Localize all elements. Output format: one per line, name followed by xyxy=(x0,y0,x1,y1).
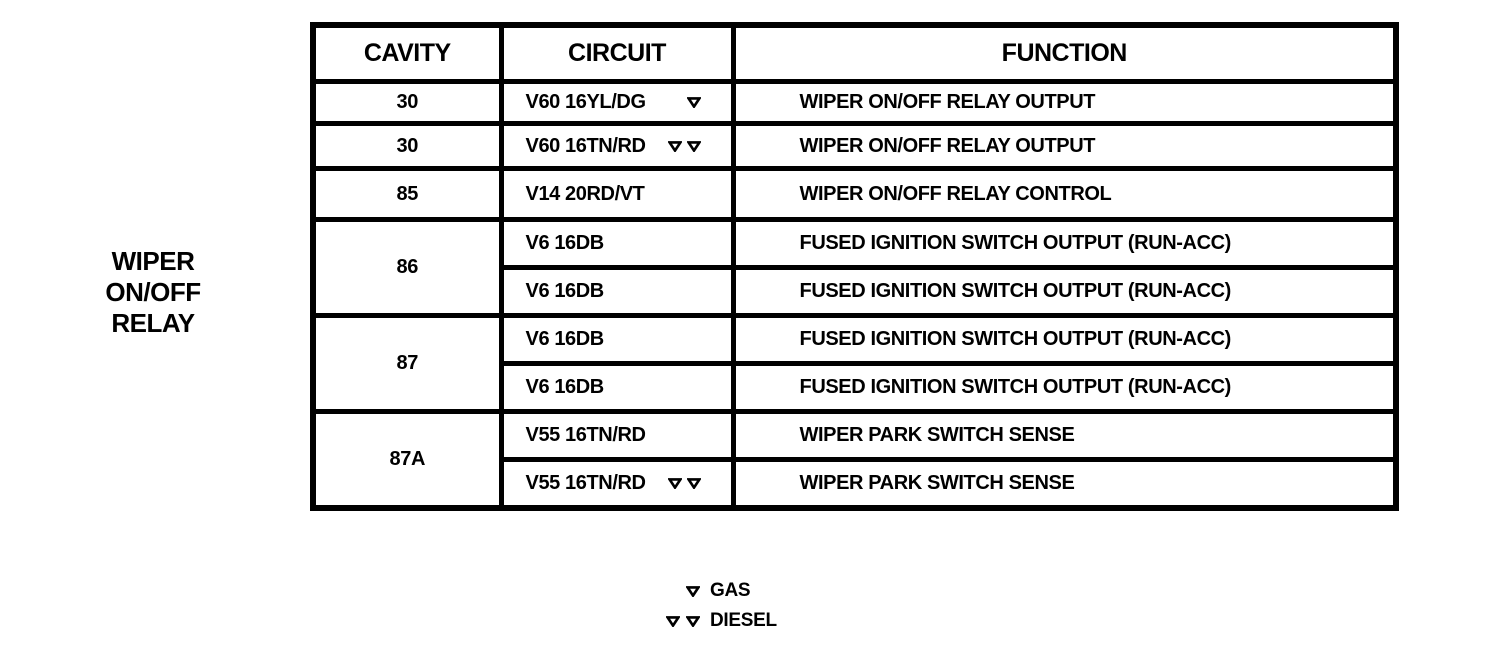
legend-item-gas: GAS xyxy=(560,576,777,606)
cavity-cell: 30 xyxy=(310,121,504,171)
circuit-cell: V6 16DB xyxy=(498,313,736,366)
table-row: V6 16DB FUSED IGNITION SWITCH OUTPUT (RU… xyxy=(313,361,1399,414)
circuit-label: V55 16TN/RD xyxy=(525,471,646,494)
circuit-cell: V55 16TN/RD xyxy=(498,409,736,462)
pinout-table: CAVITY CIRCUIT FUNCTION 30 V60 16YL/DG W… xyxy=(310,22,1399,511)
function-cell: FUSED IGNITION SWITCH OUTPUT (RUN-ACC) xyxy=(730,217,1399,270)
circuit-cell: V60 16YL/DG xyxy=(498,79,736,126)
gas-marker-icon xyxy=(560,585,700,597)
function-cell: WIPER PARK SWITCH SENSE xyxy=(730,409,1399,462)
circuit-cell: V6 16DB xyxy=(498,265,736,318)
circuit-label: V6 16DB xyxy=(525,280,605,302)
relay-name-line: WIPER xyxy=(111,246,195,276)
circuit-cell: V55 16TN/RD xyxy=(498,457,736,510)
circuit-label: V60 16YL/DG xyxy=(525,91,647,113)
diesel-marker-icon xyxy=(667,140,701,152)
function-cell: FUSED IGNITION SWITCH OUTPUT (RUN-ACC) xyxy=(730,313,1399,366)
diesel-marker-icon xyxy=(560,615,700,627)
column-header-circuit: CIRCUIT xyxy=(498,22,736,84)
circuit-label: V55 16TN/RD xyxy=(525,424,646,446)
legend-label: DIESEL xyxy=(710,610,777,631)
column-header-cavity: CAVITY xyxy=(310,22,504,84)
diesel-marker-icon xyxy=(667,477,701,489)
legend-label: GAS xyxy=(710,580,751,601)
function-cell: FUSED IGNITION SWITCH OUTPUT (RUN-ACC) xyxy=(730,265,1399,318)
table-row: 87A V55 16TN/RD WIPER PARK SWITCH SENSE xyxy=(310,409,1399,510)
circuit-cell: V6 16DB xyxy=(498,361,736,414)
table-row: 85 V14 20RD/VT WIPER ON/OFF RELAY CONTRO… xyxy=(310,166,1399,222)
circuit-cell: V6 16DB xyxy=(498,217,736,270)
cavity-cell: 85 xyxy=(310,166,504,222)
table-row: 86 V6 16DB FUSED IGNITION SWITCH OUTPUT … xyxy=(310,217,1399,318)
legend-item-diesel: DIESEL xyxy=(560,606,777,636)
relay-name-label: WIPER ON/OFF RELAY xyxy=(58,246,248,339)
circuit-cell: V60 16TN/RD xyxy=(498,121,736,171)
function-cell: WIPER PARK SWITCH SENSE xyxy=(730,457,1399,510)
circuit-label: V6 16DB xyxy=(525,376,605,398)
table-row: 30 V60 16TN/RD WIPER ON/OFF RELAY OUTPUT xyxy=(310,121,1399,171)
cavity-cell: 87 xyxy=(310,313,504,414)
header-row: CAVITY CIRCUIT FUNCTION xyxy=(310,22,1399,84)
cavity-cell: 86 xyxy=(310,217,504,318)
column-header-function: FUNCTION xyxy=(730,22,1399,84)
table-row: 30 V60 16YL/DG WIPER ON/OFF RELAY OUTPUT xyxy=(310,79,1399,126)
circuit-cell: V14 20RD/VT xyxy=(498,166,736,222)
circuit-label: V6 16DB xyxy=(525,232,605,254)
table-row: V55 16TN/RD WIPER PARK SWITCH SENSE xyxy=(313,457,1399,510)
cavity-cell: 87A xyxy=(310,409,504,510)
cavity-cell: 30 xyxy=(310,79,504,126)
function-cell: WIPER ON/OFF RELAY CONTROL xyxy=(730,166,1399,222)
function-cell: WIPER ON/OFF RELAY OUTPUT xyxy=(730,121,1399,171)
circuit-label: V14 20RD/VT xyxy=(525,182,645,205)
table-row: V6 16DB FUSED IGNITION SWITCH OUTPUT (RU… xyxy=(313,265,1399,318)
circuit-label: V60 16TN/RD xyxy=(525,134,646,157)
relay-name-line: ON/OFF xyxy=(105,277,201,307)
relay-name-line: RELAY xyxy=(111,308,195,338)
gas-marker-icon xyxy=(686,97,701,108)
table-row: 87 V6 16DB FUSED IGNITION SWITCH OUTPUT … xyxy=(310,313,1399,414)
function-cell: FUSED IGNITION SWITCH OUTPUT (RUN-ACC) xyxy=(730,361,1399,414)
circuit-label: V6 16DB xyxy=(525,328,605,350)
function-cell: WIPER ON/OFF RELAY OUTPUT xyxy=(730,79,1399,126)
footnote-legend: GAS DIESEL xyxy=(560,576,777,636)
